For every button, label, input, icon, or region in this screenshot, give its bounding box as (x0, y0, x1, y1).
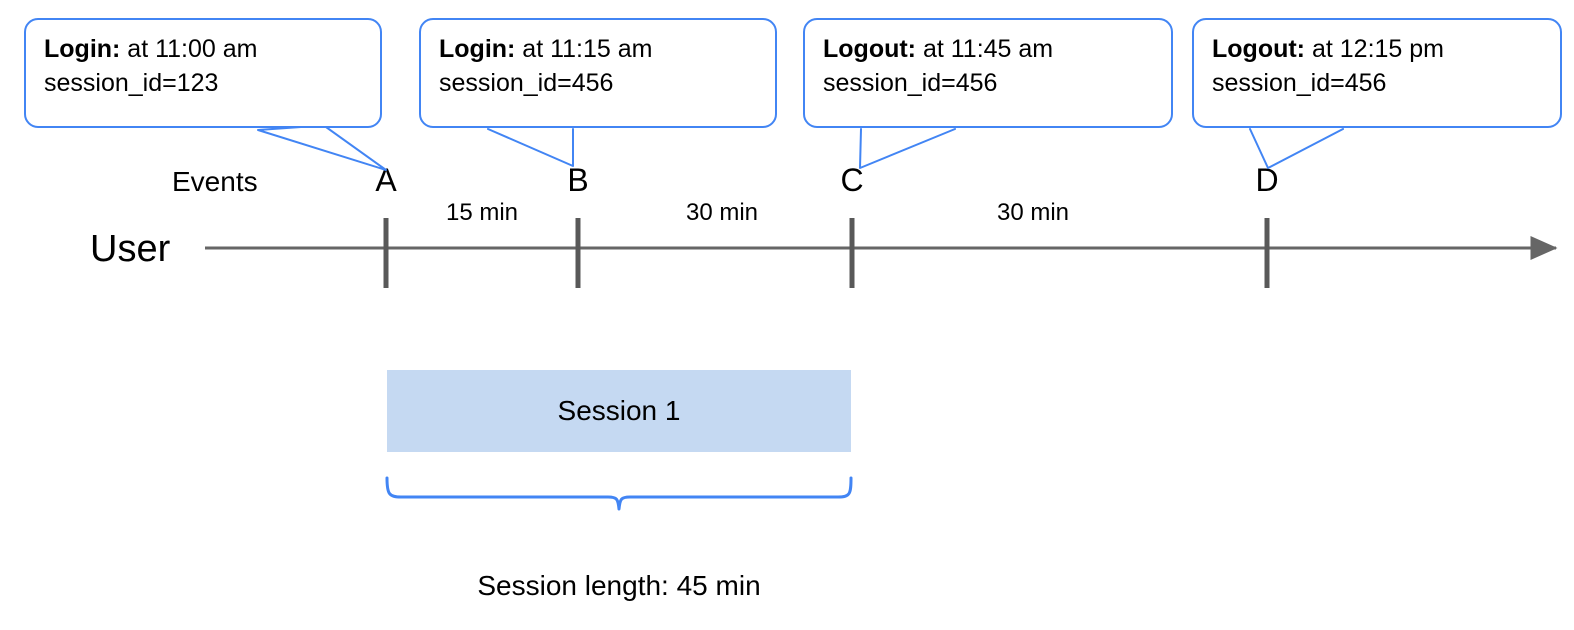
session-length-label: Session length: 45 min (477, 570, 761, 601)
user-row-label: User (90, 228, 171, 270)
callout-tail-a (257, 126, 387, 171)
callout-tail-b (487, 128, 574, 167)
event-letter-d: D (1255, 162, 1279, 198)
interval-label-a-b: 15 min (445, 199, 519, 226)
callout-tail-c (859, 128, 956, 169)
callout-d-detail: at 12:15 pm (1305, 35, 1444, 63)
callout-event-c[interactable]: Logout: at 11:45 am session_id=456 (803, 18, 1173, 128)
callout-b-detail: at 11:15 am (515, 35, 653, 63)
event-letter-b: B (567, 162, 589, 198)
callout-c-detail: at 11:45 am (916, 35, 1054, 63)
callout-a-detail: at 11:00 am (120, 35, 258, 63)
callout-event-d[interactable]: Logout: at 12:15 pm session_id=456 (1192, 18, 1562, 128)
event-letter-a: A (375, 162, 397, 198)
callout-d-line-2: session_id=456 (1212, 69, 1387, 97)
callout-a-line-1: Login: at 11:00 am (44, 32, 362, 66)
callout-c-line-2: session_id=456 (823, 69, 998, 97)
callout-b-line-2: session_id=456 (439, 69, 614, 97)
event-letter-c: C (840, 162, 864, 198)
callout-event-b[interactable]: Login: at 11:15 am session_id=456 (419, 18, 777, 128)
session-bar-label: Session 1 (557, 395, 681, 426)
interval-label-b-c: 30 min (685, 199, 759, 226)
callout-b-line-1: Login: at 11:15 am (439, 32, 757, 66)
callout-b-lead: Login: (439, 35, 516, 63)
session-bar[interactable]: Session 1 (387, 370, 851, 452)
callout-event-a[interactable]: Login: at 11:00 am session_id=123 (24, 18, 382, 128)
interval-label-c-d: 30 min (996, 199, 1070, 226)
session-brace (385, 476, 853, 511)
callout-d-line-1: Logout: at 12:15 pm (1212, 32, 1542, 66)
callout-a-line-2: session_id=123 (44, 69, 219, 97)
callout-d-lead: Logout: (1212, 35, 1306, 63)
events-row-label: Events (172, 166, 258, 197)
callout-c-line-1: Logout: at 11:45 am (823, 32, 1153, 66)
callout-c-lead: Logout: (823, 35, 917, 63)
callout-a-lead: Login: (44, 35, 121, 63)
